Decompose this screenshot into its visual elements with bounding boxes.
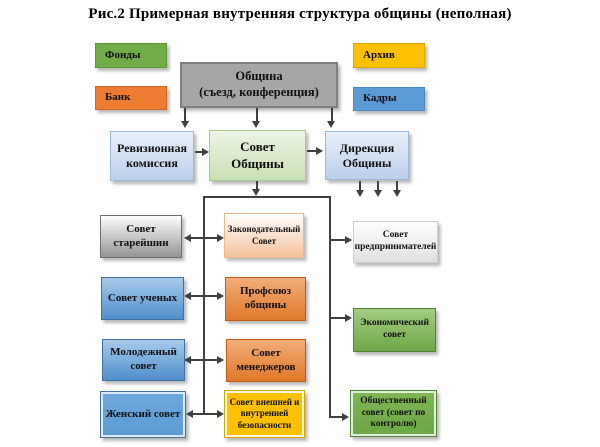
node-obshchina-line2: (съезд, конференция) bbox=[199, 85, 319, 99]
node-revizionnaya-label: Ревизионная комиссия bbox=[117, 141, 187, 170]
trunk-top-line bbox=[203, 196, 330, 198]
connector-direktsiya-stub3-arrowhead bbox=[393, 190, 401, 197]
node-sovet-uchenykh: Совет ученых bbox=[101, 277, 184, 320]
arrow-bezopasnosti-right-head bbox=[217, 410, 224, 418]
connector-sovet-direktsiya-arrowhead bbox=[316, 146, 323, 155]
node-profsoyuz-obshchiny: Профсоюз общины bbox=[225, 277, 306, 321]
connector-trunk-ekonomichesky-line bbox=[329, 317, 346, 319]
arrow-uchenykh-profsoyuz-line bbox=[190, 295, 218, 297]
node-direktsiya-obshchiny: Дирекция Общины bbox=[325, 131, 409, 180]
arrow-molodezhny-left-head bbox=[184, 356, 191, 364]
connector-direktsiya-stub1-line bbox=[359, 181, 361, 191]
node-obshchina: Община (съезд, конференция) bbox=[180, 62, 338, 108]
arrow-uchenykh-left-head bbox=[184, 292, 191, 300]
trunk-right-line bbox=[329, 196, 331, 418]
node-profsoyuz-label: Профсоюз общины bbox=[240, 285, 291, 311]
connector-sovet-trunk-line bbox=[256, 181, 258, 190]
node-bank: Банк bbox=[95, 86, 167, 110]
node-sovet-uchenykh-label: Совет ученых bbox=[107, 291, 178, 304]
connector-revizionnaya-sovet-line bbox=[195, 151, 203, 153]
connector-obshchina-sovet-line bbox=[256, 108, 258, 122]
connector-direktsiya-stub1-arrowhead bbox=[356, 190, 364, 197]
node-ekonomichesky-sovet: Экономический совет bbox=[353, 308, 436, 352]
node-molodezhny-label: Молодежный совет bbox=[110, 346, 177, 372]
connector-obshchina-revizionnaya-arrowhead bbox=[181, 121, 189, 128]
node-zhensky-sovet: Женский совет bbox=[100, 391, 186, 438]
node-kadry: Кадры bbox=[353, 87, 425, 111]
arrow-zakonodatelny-right-head bbox=[217, 234, 224, 242]
arrow-stareishin-zakonodatelny-line bbox=[190, 237, 218, 239]
node-obshchestvenny-label: Общественный совет (совет по контролю) bbox=[360, 395, 427, 430]
connector-trunk-predprinimateley-line bbox=[329, 239, 346, 241]
node-sovet-stareishin-label: Совет старейшин bbox=[113, 222, 169, 249]
arrow-stareishin-left-head bbox=[184, 234, 191, 242]
connector-sovet-direktsiya-line bbox=[307, 150, 317, 152]
node-sovet-predprinimateley-label: Совет предпринимателей bbox=[354, 230, 437, 252]
connector-trunk-obshchestvenny-line bbox=[329, 416, 343, 418]
connector-obshchina-direktsiya-arrowhead bbox=[327, 121, 335, 128]
node-sovet-obshchiny: Совет Общины bbox=[209, 130, 306, 181]
node-kadry-label: Кадры bbox=[363, 92, 397, 105]
connector-direktsiya-stub3-line bbox=[396, 181, 398, 191]
node-sovet-obshchiny-label: Совет Общины bbox=[231, 139, 284, 171]
arrow-menedzherov-right-head bbox=[217, 356, 224, 364]
connector-trunk-ekonomichesky-arrowhead bbox=[345, 314, 352, 322]
node-sovet-bezopasnosti-label: Совет внешней и внутренней безопасности bbox=[229, 397, 300, 430]
connector-direktsiya-stub2-arrowhead bbox=[374, 190, 382, 197]
node-sovet-menedzherov: Совет менеджеров bbox=[226, 339, 306, 382]
figure-title: Рис.2 Примерная внутренняя структура общ… bbox=[88, 6, 512, 22]
connector-trunk-predprinimateley-arrowhead bbox=[345, 236, 352, 244]
connector-trunk-obshchestvenny-arrowhead bbox=[342, 413, 349, 421]
arrow-molodezhny-menedzherov-line bbox=[190, 359, 218, 361]
trunk-left-line bbox=[203, 196, 205, 414]
node-sovet-menedzherov-label: Совет менеджеров bbox=[236, 346, 296, 373]
node-revizionnaya-komissiya: Ревизионная комиссия bbox=[110, 131, 194, 181]
node-zakonodatelny-sovet: Законодательный Совет bbox=[224, 213, 304, 258]
connector-direktsiya-stub2-line bbox=[377, 181, 379, 191]
node-sovet-predprinimateley: Совет предпринимателей bbox=[353, 221, 438, 263]
arrow-zhensky-left-head bbox=[186, 410, 193, 418]
node-arkhiv-label: Архив bbox=[363, 48, 395, 61]
node-bank-label: Банк bbox=[105, 91, 131, 104]
node-direktsiya-label: Дирекция Общины bbox=[339, 140, 395, 170]
node-fondy: Фонды bbox=[95, 43, 167, 68]
node-obshchestvenny-sovet: Общественный совет (совет по контролю) bbox=[350, 390, 437, 437]
node-zakonodatelny-label: Законодательный Совет bbox=[227, 224, 301, 246]
connector-sovet-trunk-arrowhead bbox=[252, 189, 260, 196]
node-fondy-label: Фонды bbox=[105, 48, 141, 61]
arrow-zhensky-bezopasnosti-line bbox=[192, 413, 218, 415]
node-sovet-bezopasnosti: Совет внешней и внутренней безопасности bbox=[224, 390, 305, 438]
connector-revizionnaya-sovet-arrowhead bbox=[202, 148, 209, 156]
node-arkhiv: Архив bbox=[353, 43, 425, 68]
arrow-profsoyuz-right-head bbox=[217, 292, 224, 300]
connector-obshchina-direktsiya-line bbox=[331, 108, 333, 122]
node-molodezhny-sovet: Молодежный совет bbox=[102, 339, 185, 381]
connector-obshchina-sovet-arrowhead bbox=[252, 121, 260, 128]
node-sovet-stareishin: Совет старейшин bbox=[100, 215, 182, 258]
node-zhensky-label: Женский совет bbox=[105, 407, 181, 420]
node-obshchina-line1: Община bbox=[235, 69, 283, 84]
node-ekonomichesky-label: Экономический совет bbox=[360, 318, 429, 340]
connector-obshchina-revizionnaya-line bbox=[184, 108, 186, 122]
